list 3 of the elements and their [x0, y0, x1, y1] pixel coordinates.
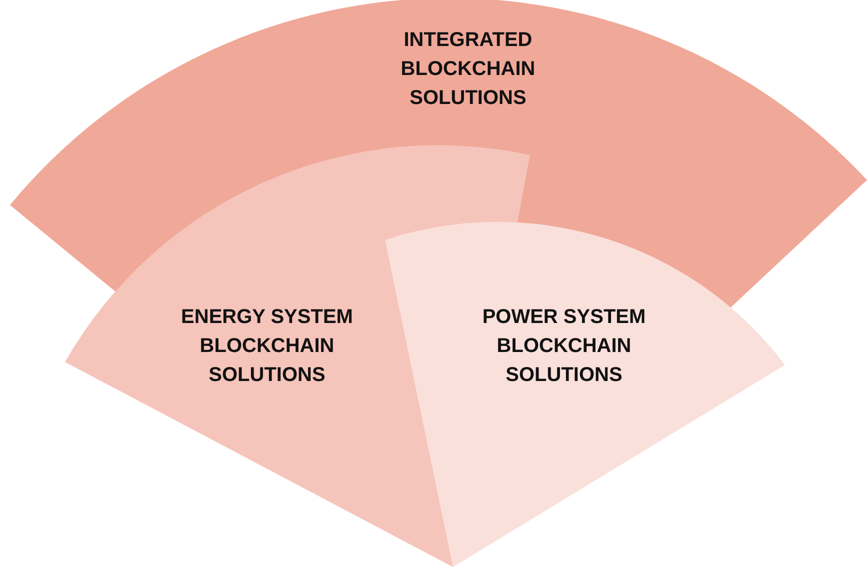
sector-label: INTEGRATED BLOCKCHAIN SOLUTIONS — [400, 28, 536, 111]
sector-label: POWER SYSTEM BLOCKCHAIN SOLUTIONS — [481, 305, 647, 388]
sector-label: ENERGY SYSTEM BLOCKCHAIN SOLUTIONS — [180, 305, 354, 388]
